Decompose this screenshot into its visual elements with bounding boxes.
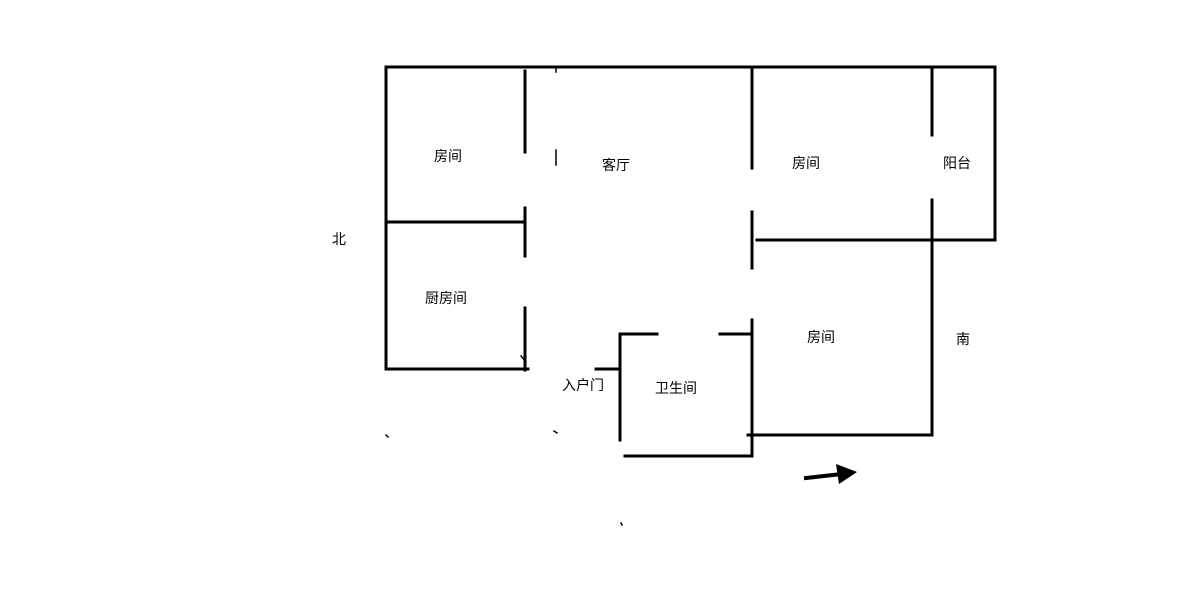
mark-dot-3 xyxy=(619,521,624,527)
label-room-bottom-right: 房间 xyxy=(807,330,835,346)
label-room-top-right: 房间 xyxy=(792,156,820,172)
arrow-right-icon xyxy=(803,464,857,484)
label-bathroom: 卫生间 xyxy=(655,381,697,397)
label-entrance-door: 入户门 xyxy=(562,378,604,394)
wall-kitchen-corner-mark xyxy=(519,354,528,364)
label-room-top-left: 房间 xyxy=(434,149,462,165)
label-living-room: 客厅 xyxy=(602,158,630,174)
label-south: 南 xyxy=(956,332,970,348)
label-kitchen: 厨房间 xyxy=(425,291,467,307)
arrow-shaft xyxy=(803,471,845,481)
mark-dot-1 xyxy=(384,433,390,439)
arrow-head xyxy=(836,464,857,484)
label-balcony: 阳台 xyxy=(943,156,971,172)
mark-dot-2 xyxy=(552,429,559,435)
label-north: 北 xyxy=(332,232,346,248)
